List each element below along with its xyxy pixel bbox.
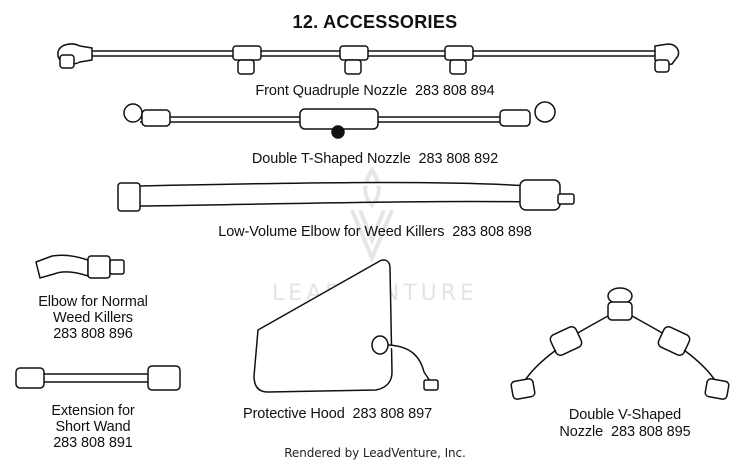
protective-hood-caption: Protective Hood 283 808 897	[243, 406, 432, 422]
part-number: 283 808 895	[611, 424, 691, 440]
item-name-line2: Weed Killers	[53, 310, 133, 326]
item-name-line2: Nozzle	[559, 424, 604, 440]
item-name-line2: Short Wand	[55, 419, 131, 435]
item-name: Front Quadruple Nozzle	[255, 83, 408, 99]
leadventure-logo-icon	[350, 166, 394, 264]
part-number: 283 808 897	[352, 406, 433, 422]
item-name: Low-Volume Elbow for Weed Killers	[218, 224, 445, 240]
front-quadruple-nozzle-caption: Front Quadruple Nozzle 283 808 894	[0, 83, 750, 99]
item-name-line1: Extension for	[51, 403, 135, 419]
item-name: Double T-Shaped Nozzle	[251, 151, 411, 167]
footer-credit: Rendered by LeadVenture, Inc.	[284, 446, 466, 460]
item-name: Protective Hood	[243, 406, 345, 422]
part-number: 283 808 898	[452, 224, 532, 240]
item-name-line1: Double V-Shaped	[568, 407, 682, 423]
part-number: 283 808 892	[418, 151, 499, 167]
extension-caption: Extension for Short Wand 283 808 891	[18, 403, 168, 451]
double-v-nozzle-caption: Double V-Shaped Nozzle 283 808 895	[540, 407, 710, 441]
low-volume-elbow-caption: Low-Volume Elbow for Weed Killers 283 80…	[0, 224, 750, 240]
section-title: 12. ACCESSORIES	[292, 12, 458, 32]
part-number: 283 808 891	[53, 435, 133, 451]
double-t-nozzle-caption: Double T-Shaped Nozzle 283 808 892	[0, 151, 750, 167]
elbow-normal-caption: Elbow for Normal Weed Killers 283 808 89…	[18, 294, 168, 342]
part-number: 283 808 894	[415, 83, 495, 99]
part-number: 283 808 896	[53, 326, 133, 342]
item-name-line1: Elbow for Normal	[38, 294, 148, 310]
